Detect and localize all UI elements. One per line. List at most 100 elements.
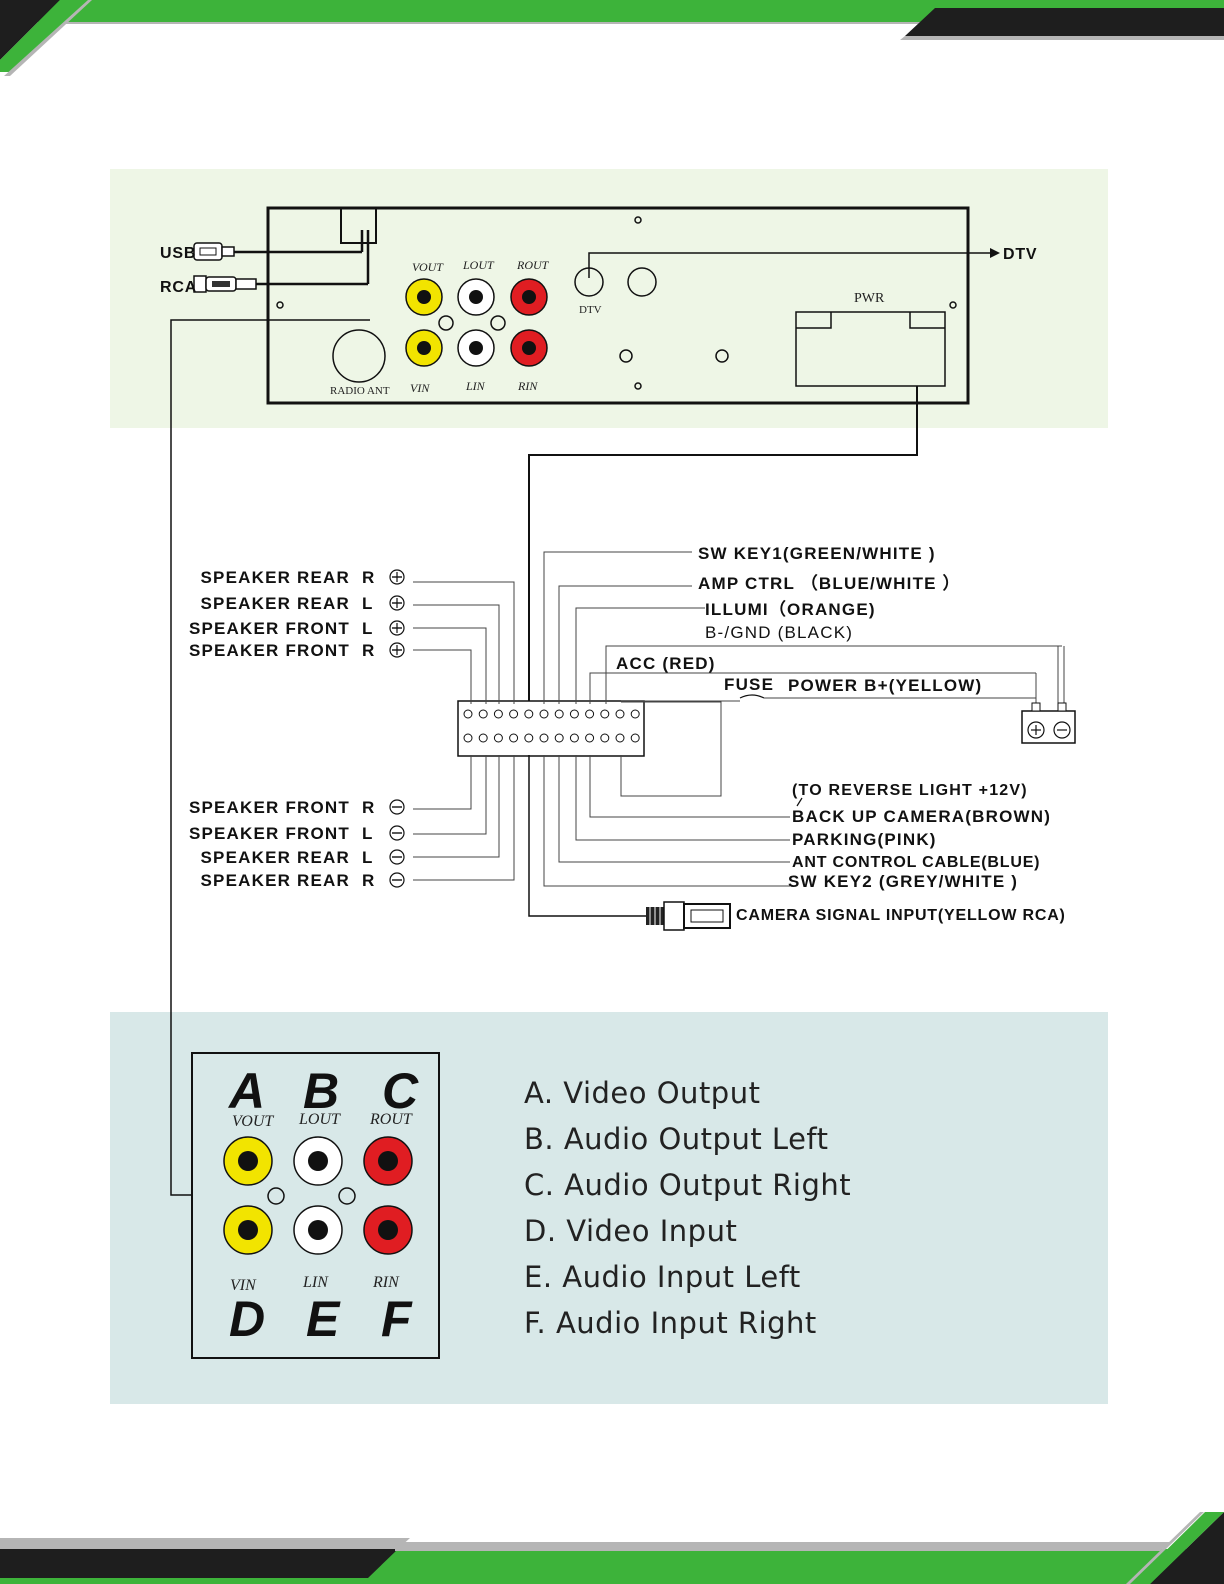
harness-pin bbox=[524, 733, 534, 743]
plus-circle-icon bbox=[389, 642, 405, 658]
bottom-right-gray-stripe bbox=[1126, 1512, 1204, 1584]
harness-pin bbox=[615, 733, 625, 743]
rca-detail-leader bbox=[170, 319, 370, 1196]
speaker-side-label: R bbox=[362, 641, 375, 660]
legend-item-c: C. Audio Output Right bbox=[524, 1168, 851, 1202]
harness-pin bbox=[478, 709, 488, 719]
vin-label: VIN bbox=[410, 381, 430, 395]
minus-circle-icon bbox=[389, 825, 405, 841]
harness-pin bbox=[509, 709, 519, 719]
top-right-dark-band bbox=[905, 8, 1224, 36]
fuse-icon bbox=[739, 694, 765, 699]
harness-pin bbox=[630, 733, 640, 743]
harness-pin bbox=[478, 733, 488, 743]
plus-circle-icon bbox=[389, 620, 405, 636]
gnd-label: B-/GND (BLACK) bbox=[705, 623, 853, 642]
detail-rout-label: ROUT bbox=[369, 1111, 413, 1128]
legend-item-f: F. Audio Input Right bbox=[524, 1306, 817, 1340]
minus-circle-icon bbox=[389, 799, 405, 815]
camera-wire bbox=[528, 755, 646, 917]
backup-camera-label: BACK UP CAMERA(BROWN) bbox=[792, 807, 1051, 826]
vout-label: VOUT bbox=[412, 260, 444, 274]
illumi-label: ILLUMI（ORANGE) bbox=[705, 599, 876, 619]
legend-item-e: E. Audio Input Left bbox=[524, 1260, 801, 1294]
harness-pin bbox=[554, 709, 564, 719]
detail-lin-label: LIN bbox=[302, 1274, 329, 1291]
speaker-side-label: L bbox=[362, 824, 374, 843]
bottom-left-dark-band bbox=[0, 1549, 398, 1578]
camera-signal-label: CAMERA SIGNAL INPUT(YELLOW RCA) bbox=[736, 907, 1066, 924]
plus-circle-icon bbox=[389, 569, 405, 585]
camera-rca-plug-icon bbox=[646, 901, 731, 931]
speaker-side-label: R bbox=[362, 798, 375, 817]
harness-pin bbox=[539, 709, 549, 719]
power-label: POWER B+(YELLOW) bbox=[788, 676, 982, 695]
harness-pin bbox=[524, 709, 534, 719]
speaker-label: SPEAKER FRONT bbox=[189, 641, 350, 660]
harness-pins bbox=[463, 709, 640, 743]
minus-circle-icon bbox=[389, 872, 405, 888]
harness-pin bbox=[630, 709, 640, 719]
harness-pin bbox=[554, 733, 564, 743]
minus-circle-icon bbox=[389, 849, 405, 865]
pwr-connector bbox=[795, 311, 946, 387]
detail-lout-label: LOUT bbox=[298, 1111, 341, 1128]
harness-pin bbox=[585, 733, 595, 743]
speaker-side-label: L bbox=[362, 848, 374, 867]
speaker-label: SPEAKER FRONT bbox=[189, 824, 350, 843]
harness-connector bbox=[457, 700, 645, 757]
rca-connector-icon bbox=[193, 275, 257, 293]
harness-pin bbox=[569, 733, 579, 743]
harness-pin bbox=[493, 733, 503, 743]
letter-d: D bbox=[229, 1291, 265, 1347]
head-unit-rca-jacks bbox=[405, 278, 548, 367]
reverse-light-label: (TO REVERSE LIGHT +12V) bbox=[792, 782, 1028, 799]
fuse-label: FUSE bbox=[724, 675, 774, 694]
usb-connector-icon bbox=[193, 242, 235, 261]
harness-pin bbox=[600, 709, 610, 719]
sw-key1-label: SW KEY1(GREEN/WHITE ) bbox=[698, 544, 936, 563]
acc-label: ACC (RED) bbox=[616, 654, 716, 673]
detail-vin-label: VIN bbox=[230, 1277, 257, 1294]
speaker-label: SPEAKER FRONT bbox=[189, 619, 350, 638]
speaker-label: SPEAKER FRONT bbox=[189, 798, 350, 817]
speaker-label: SPEAKER REAR bbox=[201, 594, 350, 613]
harness-pin bbox=[569, 709, 579, 719]
top-left-gray-stripe bbox=[4, 0, 92, 76]
rca-detail-box bbox=[191, 1052, 440, 1359]
harness-pin bbox=[539, 733, 549, 743]
speaker-label: SPEAKER REAR bbox=[201, 568, 350, 587]
rin-label: RIN bbox=[517, 379, 538, 393]
screw-holes bbox=[276, 216, 957, 390]
ant-control-label: ANT CONTROL CABLE(BLUE) bbox=[792, 854, 1040, 871]
head-unit-body bbox=[266, 206, 970, 405]
battery-icon bbox=[1021, 702, 1076, 744]
top-green-band bbox=[0, 0, 1224, 22]
detail-rca-jacks bbox=[223, 1136, 413, 1255]
harness-pin bbox=[615, 709, 625, 719]
harness-pin bbox=[585, 709, 595, 719]
dtv-arrow-icon bbox=[990, 248, 1000, 258]
letter-e: E bbox=[306, 1291, 341, 1347]
letter-a: A bbox=[227, 1063, 265, 1119]
plus-circle-icon bbox=[389, 595, 405, 611]
dtv-lead bbox=[588, 252, 992, 278]
speaker-wires bbox=[413, 581, 515, 881]
bottom-right-green-stripe bbox=[1132, 1512, 1224, 1584]
speaker-side-label: R bbox=[362, 871, 375, 890]
speaker-label: SPEAKER REAR bbox=[201, 871, 350, 890]
head-unit-panel bbox=[110, 169, 1108, 428]
harness-pin bbox=[463, 709, 473, 719]
letter-b: B bbox=[303, 1063, 339, 1119]
detail-vout-label: VOUT bbox=[232, 1113, 274, 1130]
harness-pin bbox=[463, 733, 473, 743]
detail-rin-label: RIN bbox=[372, 1274, 400, 1291]
rca-label: RCA bbox=[160, 279, 197, 296]
amp-ctrl-label: AMP CTRL （BLUE/WHITE ） bbox=[698, 573, 961, 593]
speaker-side-label: L bbox=[362, 619, 374, 638]
lout-label: LOUT bbox=[462, 258, 495, 272]
power-trunk bbox=[528, 386, 918, 705]
head-unit-socket bbox=[340, 208, 377, 244]
